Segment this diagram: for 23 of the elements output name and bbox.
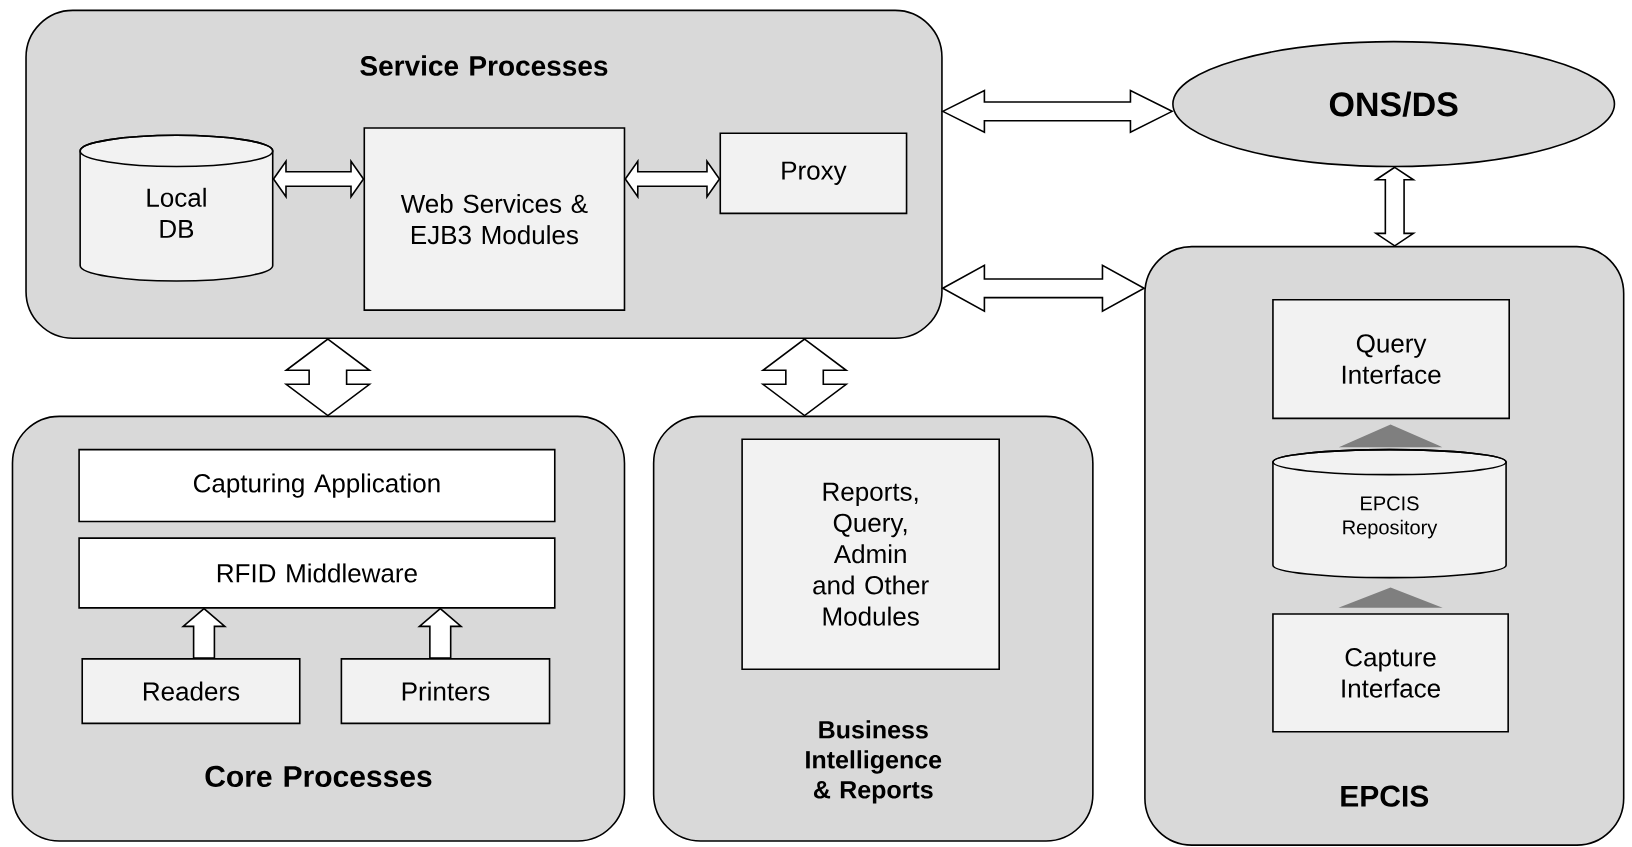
process-box: Reports, Query, Admin and Other Modules (741, 438, 1000, 671)
double-arrow (624, 158, 721, 200)
process-box: Printers (340, 658, 551, 725)
panel-heading: EPCIS (1341, 785, 1429, 807)
process-box: Capture Interface (1272, 613, 1509, 733)
database-cylinder: Local DB (79, 134, 274, 282)
process-box: Capturing Application (78, 448, 556, 523)
database-cylinder: EPCIS Repository (1272, 448, 1507, 579)
process-box: Readers (81, 658, 301, 725)
double-arrow (1373, 166, 1417, 247)
panel-heading: Core Processes (205, 765, 432, 788)
double-arrow (272, 158, 365, 200)
double-arrow (941, 264, 1146, 313)
double-arrow (283, 338, 372, 417)
double-arrow (760, 338, 849, 417)
process-box: Query Interface (1272, 298, 1510, 420)
block-arrow (417, 607, 464, 659)
block-arrow (181, 607, 227, 659)
panel-heading: Business Intelligence & Reports (806, 720, 942, 804)
process-box: Proxy (719, 132, 908, 215)
process-box: RFID Middleware (78, 537, 556, 609)
panel-heading: Service Processes (360, 55, 608, 76)
process-box: Web Services & EJB3 Modules (363, 127, 626, 311)
